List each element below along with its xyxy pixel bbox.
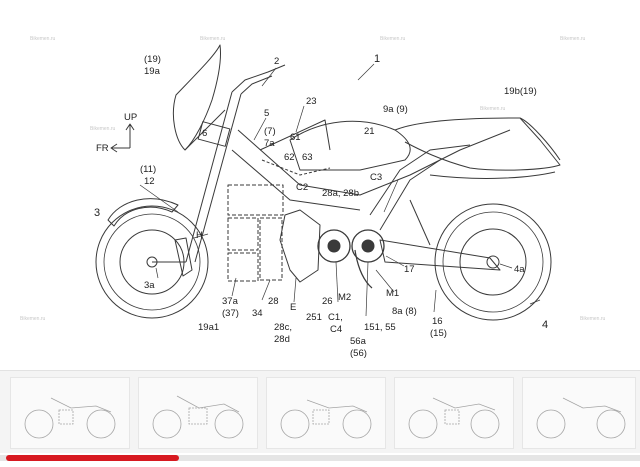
thumbnail-4[interactable] [394, 377, 514, 449]
gallery-progress-bar[interactable] [0, 455, 640, 461]
svg-text:Bikemen.ru: Bikemen.ru [200, 36, 226, 42]
motor-m2 [317, 229, 351, 263]
label-19: (19) [144, 54, 161, 65]
thumbnail-3-image [280, 399, 372, 439]
thumbnail-5[interactable] [522, 377, 636, 449]
label-3: 3 [94, 207, 100, 219]
label-h: H [196, 230, 203, 241]
battery-pack [227, 184, 284, 282]
front-fork [152, 64, 286, 277]
label-61: 61 [290, 132, 301, 143]
label-c4: C4 [330, 324, 342, 335]
label-c3: C3 [370, 172, 382, 183]
thumbnail-1-image [24, 397, 116, 439]
rear-wheel [434, 203, 552, 321]
label-23: 23 [306, 96, 317, 107]
label-62: 62 [284, 152, 295, 163]
label-6: 6 [202, 128, 207, 139]
label-19b: 19b(19) [504, 86, 537, 97]
label-37: (37) [222, 308, 239, 319]
label-28d: 28d [274, 334, 290, 345]
label-34: 34 [252, 308, 263, 319]
label-8a: 8a (8) [392, 306, 417, 317]
label-4a: 4a [514, 264, 525, 275]
swing-arm [379, 239, 501, 271]
label-17: 17 [404, 264, 415, 275]
label-c1: C1, [328, 312, 343, 323]
watermark-layer: Bikemen.ru Bikemen.ru Bikemen.ru Bikemen… [20, 36, 606, 322]
thumbnail-strip [0, 370, 640, 453]
thumbnail-1[interactable] [10, 377, 130, 449]
label-fr: FR [96, 143, 109, 154]
gallery-progress-fill [6, 455, 179, 461]
svg-text:Bikemen.ru: Bikemen.ru [20, 316, 46, 322]
svg-text:Bikemen.ru: Bikemen.ru [580, 316, 606, 322]
label-7a: 7a [264, 138, 275, 149]
reference-labels: (19) 19a 2 1 5 23 9a (9) 19b(19) UP FR 6… [94, 53, 548, 359]
label-11: (11) [140, 164, 156, 175]
label-56: (56) [350, 348, 367, 359]
thumbnail-2[interactable] [138, 377, 258, 449]
label-c2: C2 [296, 182, 308, 193]
thumbnail-5-image [536, 397, 626, 439]
motor-m1 [351, 229, 385, 263]
label-63: 63 [302, 152, 313, 163]
label-28: 28 [268, 296, 279, 307]
thumbnail-4-image [408, 397, 500, 439]
label-m1: M1 [386, 288, 399, 299]
thumbnail-3[interactable] [266, 377, 386, 449]
main-frame [231, 119, 511, 231]
label-151: 151, 55 [364, 322, 396, 333]
label-28a: 28a, 28b [322, 188, 359, 199]
drive-chain [354, 249, 373, 289]
label-7: (7) [264, 126, 276, 137]
label-1: 1 [374, 53, 380, 65]
svg-text:Bikemen.ru: Bikemen.ru [30, 36, 56, 42]
label-e: E [290, 302, 296, 313]
svg-text:Bikemen.ru: Bikemen.ru [90, 126, 116, 132]
label-26: 26 [322, 296, 333, 307]
label-37a: 37a [222, 296, 239, 307]
svg-text:Bikemen.ru: Bikemen.ru [380, 36, 406, 42]
svg-text:Bikemen.ru: Bikemen.ru [560, 36, 586, 42]
label-4: 4 [542, 319, 548, 331]
label-28c: 28c, [274, 322, 292, 333]
label-15: (15) [430, 328, 447, 339]
windscreen [172, 44, 221, 151]
label-19a1: 19a1 [198, 322, 219, 333]
label-56a: 56a [350, 336, 367, 347]
gearbox [279, 209, 321, 283]
svg-text:Bikemen.ru: Bikemen.ru [480, 106, 506, 112]
label-3a: 3a [144, 280, 155, 291]
label-2: 2 [274, 56, 279, 67]
label-16: 16 [432, 316, 443, 327]
rear-bodywork [394, 117, 561, 171]
thumbnail-2-image [152, 395, 244, 439]
label-19a: 19a [144, 66, 161, 77]
patent-drawing[interactable]: Bikemen.ru Bikemen.ru Bikemen.ru Bikemen… [0, 0, 640, 370]
label-21: 21 [364, 126, 375, 137]
front-fender [107, 198, 179, 227]
direction-arrow [110, 123, 135, 153]
label-5: 5 [264, 108, 269, 119]
label-up: UP [124, 112, 137, 123]
label-12: 12 [144, 176, 155, 187]
label-m2: M2 [338, 292, 351, 303]
motorcycle-diagram-svg: Bikemen.ru Bikemen.ru Bikemen.ru Bikemen… [20, 36, 606, 359]
label-9a: 9a (9) [383, 104, 408, 115]
label-251: 251 [306, 312, 322, 323]
